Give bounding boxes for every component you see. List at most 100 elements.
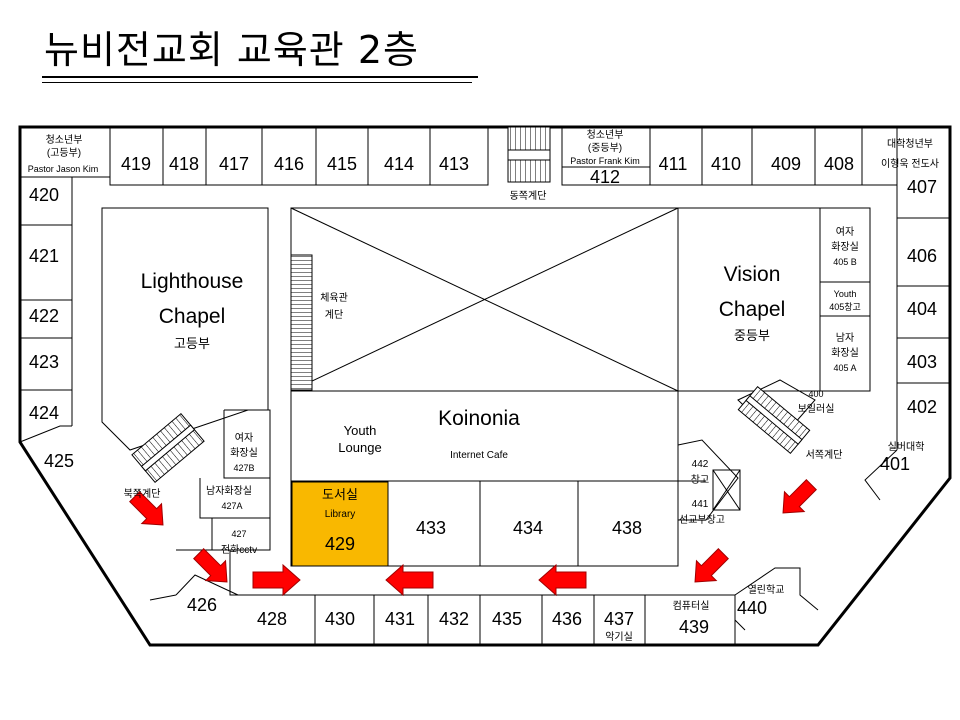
room-409: 409: [771, 154, 801, 174]
arrow-down-left-icon: [694, 548, 729, 583]
north-stairs: [131, 412, 205, 484]
women-427-label-2: 화장실: [230, 447, 258, 459]
room-401: 401: [880, 454, 910, 474]
storage-442-label: 창고: [691, 474, 709, 486]
room-427: 427: [231, 529, 246, 539]
boiler-room-label: 보일러실: [798, 403, 835, 415]
lighthouse-chapel-walls: [101, 207, 269, 451]
koinonia-title: Koinonia: [438, 407, 520, 430]
room-424: 424: [29, 403, 59, 423]
storage-441-442-walls: [677, 439, 739, 521]
room-420: 420: [29, 185, 59, 205]
lighthouse-chapel-subtitle: Chapel: [159, 305, 226, 328]
elevator-box: [712, 469, 741, 511]
room-439: 439: [679, 617, 709, 637]
lighthouse-chapel-title: Lighthouse: [141, 270, 244, 293]
room-427b: 427B: [233, 463, 254, 473]
instrument-room-label: 악기실: [605, 631, 633, 643]
room-403: 403: [907, 352, 937, 372]
arrow-down-right-icon: [129, 491, 164, 526]
room-416: 416: [274, 154, 304, 174]
mission-storage-label: 선교부창고: [679, 514, 725, 526]
library-en-label: Library: [325, 509, 356, 520]
room-435: 435: [492, 609, 522, 629]
room-425: 425: [44, 451, 74, 471]
room-415: 415: [327, 154, 357, 174]
men-restroom-label-2: 화장실: [831, 347, 859, 359]
women-restroom-label: 여자: [836, 226, 854, 238]
room-433: 433: [416, 518, 446, 538]
women-restroom-label-2: 화장실: [831, 241, 859, 253]
room-418: 418: [169, 154, 199, 174]
cctv-label: 전화cctv: [221, 544, 257, 556]
vision-restrooms: [819, 208, 870, 391]
room-432: 432: [439, 609, 469, 629]
middle-paren-label: (중등부): [588, 142, 622, 154]
room-423: 423: [29, 352, 59, 372]
vision-chapel: [677, 207, 871, 392]
youth-dept-label: 청소년부: [46, 134, 83, 146]
room-400: 400: [808, 389, 823, 399]
room-434: 434: [513, 518, 543, 538]
room-417: 417: [219, 154, 249, 174]
internet-cafe-label: Internet Cafe: [450, 450, 508, 461]
west-stairs-label: 서쪽계단: [806, 449, 843, 461]
arrow-right-icon: [252, 563, 301, 597]
room-441: 441: [692, 499, 709, 510]
room-410: 410: [711, 154, 741, 174]
room-406: 406: [907, 246, 937, 266]
vision-chapel-subtitle: Chapel: [719, 298, 786, 321]
title-underline: [42, 76, 478, 78]
room-413: 413: [439, 154, 469, 174]
room-405a: 405 A: [833, 363, 856, 373]
gym-stairs: [290, 254, 313, 391]
building-outline: [18, 125, 952, 647]
room-426-walls: [149, 574, 239, 601]
room-422: 422: [29, 306, 59, 326]
room-419: 419: [121, 154, 151, 174]
room-440-walls: [734, 567, 819, 631]
room-431: 431: [385, 609, 415, 629]
left-room-column: [20, 177, 73, 426]
room-440: 440: [737, 598, 767, 618]
room-429: 429: [325, 534, 355, 554]
arrow-down-left-icon: [782, 479, 817, 514]
senior-college-label: 실버대학: [888, 441, 925, 453]
men-restroom-label: 남자: [836, 332, 854, 344]
restroom-427-walls: [199, 409, 271, 551]
pastor-lee-label: 이형욱 전도사: [881, 158, 939, 170]
arrow-left-icon: [385, 563, 434, 597]
east-stairs-label: 동쪽계단: [510, 190, 547, 202]
men-427-label: 남자화장실: [206, 485, 252, 497]
arrow-down-right-icon: [193, 548, 228, 583]
open-school-label: 열린학교: [748, 584, 785, 596]
vision-chapel-title: Vision: [724, 263, 781, 286]
room-428: 428: [257, 609, 287, 629]
room-412: 412: [590, 167, 620, 187]
room-438: 438: [612, 518, 642, 538]
room-402: 402: [907, 397, 937, 417]
west-stairs: [737, 385, 811, 455]
room-421: 421: [29, 246, 59, 266]
youth-lounge-label: Youth: [344, 423, 377, 438]
gym-label: 체육관: [320, 292, 348, 304]
room-437: 437: [604, 609, 634, 629]
storage-405-label: 405창고: [829, 302, 861, 312]
arrow-left-icon: [538, 563, 587, 597]
pastor-jason-label: Pastor Jason Kim: [28, 164, 99, 174]
bottom-room-row: [238, 594, 736, 645]
room-411: 411: [659, 154, 688, 174]
room-427a: 427A: [221, 501, 242, 511]
room-436: 436: [552, 609, 582, 629]
top-room-row: [109, 127, 898, 186]
room-404: 404: [907, 299, 937, 319]
room-442: 442: [692, 459, 709, 470]
pastor-frank-label: Pastor Frank Kim: [570, 156, 640, 166]
room-414: 414: [384, 154, 414, 174]
room-426: 426: [187, 595, 217, 615]
women-427-label: 여자: [235, 432, 253, 444]
room-408: 408: [824, 154, 854, 174]
gym-stairs-label: 계단: [325, 309, 343, 321]
college-label: 대학청년부: [887, 138, 933, 150]
